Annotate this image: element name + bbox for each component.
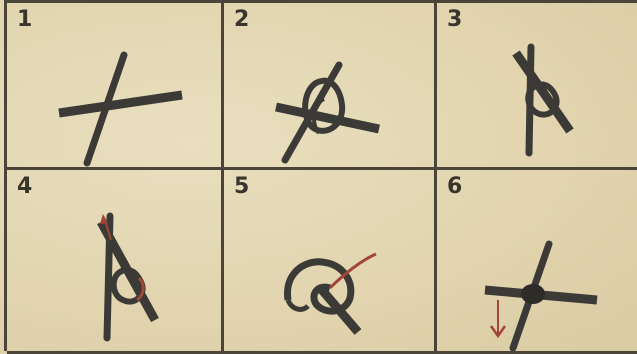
step-6-illustration [437,170,637,351]
step-panel-6: 6 [437,170,637,354]
step-4-illustration [7,170,221,351]
step-5-illustration [224,170,434,351]
step-panel-4: 4 [7,170,224,354]
step-panel-2: 2 [224,3,437,170]
knot-center [521,284,545,304]
rope-tail [288,300,308,309]
horizontal-stick [276,107,379,129]
steps-grid: 1 2 3 [4,0,637,351]
step-panel-1: 1 [7,3,224,170]
step-1-illustration [7,3,221,167]
step-panel-3: 3 [437,3,637,170]
diagonal-stick [516,53,570,131]
step-3-illustration [437,3,637,167]
rope-main-loop [287,262,350,311]
step-2-illustration [224,3,434,167]
horizontal-stick [59,95,182,113]
step-panel-5: 5 [224,170,437,354]
